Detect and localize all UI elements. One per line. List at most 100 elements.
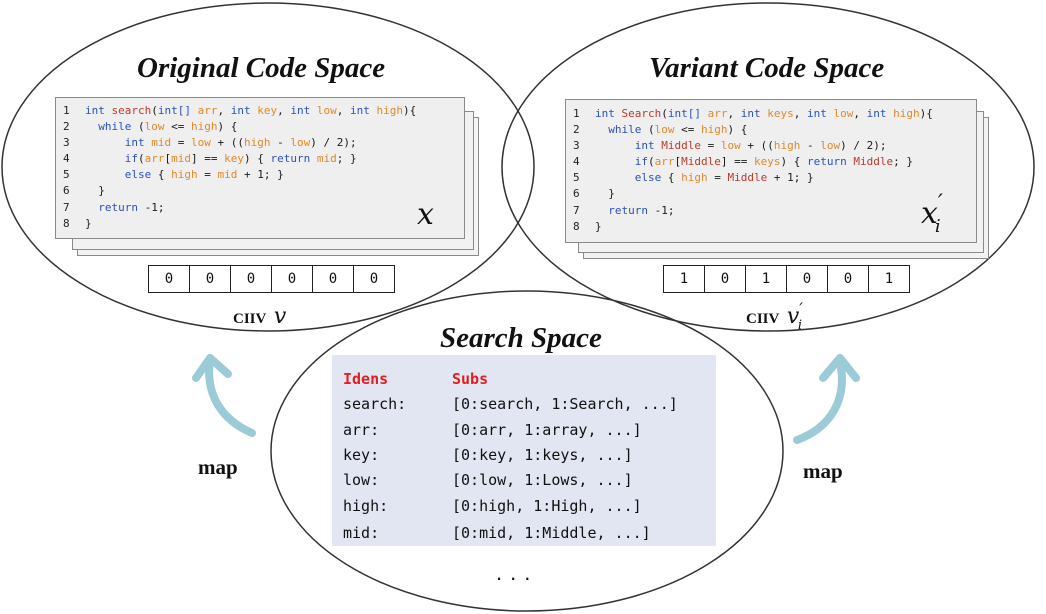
code-line: 5 else { high = Middle + 1; } bbox=[573, 170, 933, 186]
ciiv-cell: 0 bbox=[369, 271, 379, 287]
code-token: ){ bbox=[919, 107, 933, 120]
iden-cell: high: bbox=[343, 497, 389, 515]
code-token: ] == bbox=[191, 152, 225, 166]
code-token: ; } bbox=[893, 155, 913, 169]
code-token: low bbox=[820, 139, 841, 153]
iden-cell: key: bbox=[343, 446, 380, 464]
ciiv-cell: 0 bbox=[787, 266, 828, 292]
code-token: Middle bbox=[853, 155, 894, 169]
iden-cell: arr: bbox=[343, 421, 380, 439]
code-token: , bbox=[793, 107, 807, 120]
right-map-arrow bbox=[793, 354, 860, 444]
line-number: 2 bbox=[63, 120, 70, 134]
code-token: int bbox=[230, 104, 258, 117]
subs-header: Subs bbox=[452, 370, 489, 388]
code-token: Search bbox=[621, 107, 662, 120]
code-token: search bbox=[111, 104, 152, 117]
line-number: 5 bbox=[63, 168, 70, 182]
code-token: int bbox=[124, 136, 152, 150]
code-line: 6 } bbox=[573, 186, 933, 202]
code-token: if bbox=[634, 155, 648, 169]
code-token: -1; bbox=[648, 203, 675, 217]
code-token: Middle bbox=[661, 139, 701, 153]
code-token: arr bbox=[654, 155, 675, 169]
code-token: high bbox=[773, 139, 801, 153]
iden-cell: mid: bbox=[343, 524, 380, 542]
variant-symbol-prime: ′ bbox=[937, 191, 943, 216]
code-token: ( bbox=[138, 152, 145, 166]
code-token: key bbox=[257, 104, 278, 117]
ciiv-symbol-base: v bbox=[786, 304, 800, 329]
code-token: int bbox=[290, 104, 317, 117]
code-token: + (( bbox=[740, 139, 774, 153]
code-token: { bbox=[661, 171, 682, 185]
code-token: ) { bbox=[727, 123, 748, 137]
code-token: mid bbox=[151, 136, 172, 150]
code-token: { bbox=[151, 168, 172, 182]
code-token: -1; bbox=[138, 200, 165, 214]
code-token: ) { bbox=[244, 152, 271, 166]
code-token: low bbox=[290, 136, 311, 150]
code-token bbox=[85, 136, 125, 149]
line-number: 8 bbox=[573, 219, 580, 233]
code-token: <= bbox=[674, 123, 701, 137]
code-token: int[] bbox=[667, 107, 708, 120]
ciiv-symbol: v′i bbox=[786, 299, 807, 333]
code-token: int bbox=[85, 104, 112, 117]
code-token: mid bbox=[217, 168, 238, 182]
code-token bbox=[85, 201, 98, 214]
code-token: ( bbox=[661, 107, 668, 120]
code-token: high bbox=[244, 136, 271, 150]
code-token: return bbox=[98, 200, 138, 214]
line-number: 4 bbox=[573, 155, 580, 169]
subs-cell: [0:mid, 1:Middle, ...] bbox=[452, 524, 651, 542]
code-token: + 1; } bbox=[237, 168, 284, 182]
original-space-ellipse bbox=[1, 2, 535, 332]
code-token: ) / 2); bbox=[310, 136, 357, 150]
line-number: 1 bbox=[63, 104, 70, 117]
code-token: , bbox=[727, 107, 741, 120]
ciiv-cell: 1 bbox=[884, 271, 894, 287]
code-token: high bbox=[701, 123, 728, 137]
code-token: high bbox=[376, 104, 404, 117]
code-token: return bbox=[270, 152, 317, 166]
code-token: = bbox=[707, 171, 728, 185]
code-line: 5 else { high = mid + 1; } bbox=[63, 167, 416, 183]
original-space-title: Original Code Space bbox=[137, 52, 386, 84]
code-token bbox=[85, 168, 125, 181]
ciiv-cell: 0 bbox=[149, 266, 190, 292]
code-token: arr bbox=[197, 104, 218, 117]
code-token bbox=[85, 152, 125, 165]
subs-cell: [0:key, 1:keys, ...] bbox=[452, 446, 633, 464]
code-token: int bbox=[634, 139, 662, 153]
code-token: = bbox=[701, 139, 721, 153]
ciiv-symbol-prime: ′ bbox=[799, 299, 803, 318]
ciiv-cell: 0 bbox=[190, 266, 231, 292]
code-token: mid bbox=[316, 152, 337, 166]
line-number: 7 bbox=[573, 203, 580, 217]
ciiv-cell: 0 bbox=[313, 266, 354, 292]
line-number: 3 bbox=[573, 139, 580, 153]
code-token: - bbox=[270, 136, 291, 150]
code-token: mid bbox=[171, 152, 191, 166]
code-token: ){ bbox=[403, 104, 417, 117]
ciiv-symbol-sub: i bbox=[797, 318, 803, 333]
code-line: 4 if(arr[mid] == key) { return mid; } bbox=[63, 151, 416, 167]
left-map-label: map bbox=[198, 455, 238, 479]
code-token: low bbox=[316, 104, 337, 117]
code-token: [ bbox=[164, 152, 172, 166]
code-token: int bbox=[866, 107, 894, 120]
code-token: int bbox=[740, 107, 768, 120]
code-line: 3 int Middle = low + ((high - low) / 2); bbox=[573, 138, 933, 154]
more-ellipsis: ... bbox=[496, 560, 539, 585]
code-token: low bbox=[720, 139, 741, 153]
code-token: [ bbox=[674, 155, 682, 169]
right-map-label: map bbox=[803, 459, 843, 483]
subs-cell: [0:high, 1:High, ...] bbox=[452, 497, 642, 515]
